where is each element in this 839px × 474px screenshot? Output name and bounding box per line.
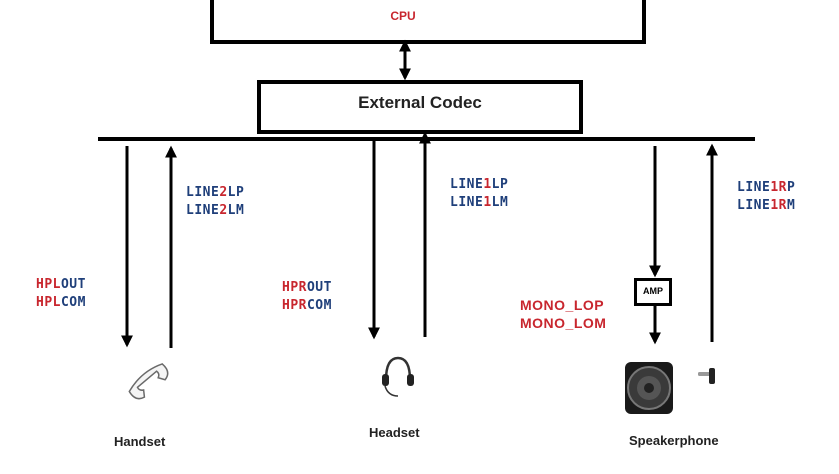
signal-name-part: 2 xyxy=(219,185,228,200)
signal-name: HPRCOM xyxy=(282,297,332,315)
signal-name: MONO_LOM xyxy=(520,314,606,332)
signal-name: HPROUT xyxy=(282,279,332,297)
signal-name-part: HP xyxy=(282,280,299,295)
signal-name-part: LINE xyxy=(450,195,484,210)
cpu-block xyxy=(210,0,646,44)
microphone-icon xyxy=(698,368,715,384)
signal-name-part: OUT xyxy=(306,280,332,295)
telephone-handset-icon xyxy=(128,363,169,400)
signal-name-part: R xyxy=(298,280,307,295)
signal-name-part: R xyxy=(778,180,787,195)
signal-name-part: 2 xyxy=(219,203,228,218)
signal-name-part: LP xyxy=(227,185,245,200)
signal-name-part: HP xyxy=(36,277,53,292)
signal-name-part: M xyxy=(786,198,796,213)
signal-name: LINE1RP xyxy=(737,179,795,197)
signal-name-part: HP xyxy=(282,298,299,313)
signal-name-part: COM xyxy=(60,295,86,310)
signal-name-part: LINE xyxy=(450,177,484,192)
signal-name-part: LP xyxy=(491,177,509,192)
signal-name-part: MONO_LOP xyxy=(520,297,605,313)
signal-name: HPLCOM xyxy=(36,294,86,312)
signal-name: MONO_LOP xyxy=(520,296,606,314)
signal-name: LINE2LM xyxy=(186,202,244,220)
headset-icon xyxy=(382,356,414,397)
signal-name-part: LINE xyxy=(186,185,220,200)
cpu-label: CPU xyxy=(390,9,416,23)
signal-name-part: 1 xyxy=(770,198,779,213)
signal-name-part: MONO_LOM xyxy=(520,315,607,331)
signal-name: LINE1LP xyxy=(450,176,508,194)
speakerphone-label: Speakerphone xyxy=(629,433,719,448)
amplifier-block xyxy=(634,278,672,306)
signal-name-part: 1 xyxy=(483,177,492,192)
speakerphone-output-signals: MONO_LOP MONO_LOM xyxy=(520,296,606,332)
signal-name-part: L xyxy=(52,277,61,292)
headset-label: Headset xyxy=(369,425,420,440)
signal-name-part: 1 xyxy=(770,180,779,195)
signal-name-part: HP xyxy=(36,295,53,310)
signal-name-part: OUT xyxy=(60,277,86,292)
signal-name-part: R xyxy=(778,198,787,213)
signal-name-part: LINE xyxy=(737,180,771,195)
signal-name-part: 1 xyxy=(483,195,492,210)
signal-name: HPLOUT xyxy=(36,276,86,294)
signal-name-part: P xyxy=(786,180,796,195)
signal-name: LINE2LP xyxy=(186,184,244,202)
signal-name-part: R xyxy=(298,298,307,313)
handset-label: Handset xyxy=(114,434,166,449)
signal-name-part: LINE xyxy=(737,198,771,213)
amplifier-label: AMP xyxy=(643,286,663,296)
loudspeaker-icon xyxy=(625,362,673,414)
signal-name: LINE1RM xyxy=(737,197,795,215)
signal-name-part: L xyxy=(52,295,61,310)
signal-name-part: LM xyxy=(491,195,509,210)
signal-name-part: LM xyxy=(227,203,245,218)
signal-name-part: LINE xyxy=(186,203,220,218)
external-codec-label: External Codec xyxy=(358,93,482,112)
signal-name-part: COM xyxy=(306,298,332,313)
signal-name: LINE1LM xyxy=(450,194,508,212)
